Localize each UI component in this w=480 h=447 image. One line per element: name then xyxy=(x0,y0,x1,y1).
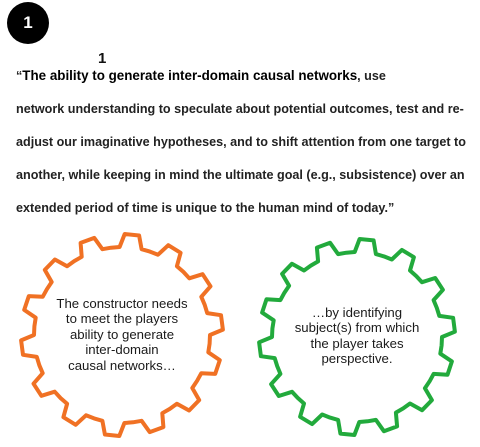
gear-left-line: ability to generate xyxy=(69,326,175,342)
gear-right-line: perspective. xyxy=(321,351,393,367)
gear-left-line: inter-domain xyxy=(85,342,159,358)
quote-line-5: extended period of time is unique to the… xyxy=(16,201,395,215)
gear-right-line: …by identifying xyxy=(311,305,403,320)
gear-left-icon xyxy=(19,232,225,438)
quote-lead: The ability to generate inter-domain cau… xyxy=(22,68,358,83)
quote-line-1: “The ability to generate inter-domain ca… xyxy=(16,66,468,99)
quote-line-3: adjust our imaginative hypotheses, and t… xyxy=(16,135,466,149)
quote-line-1-rest: , use xyxy=(357,69,386,83)
gear-left-line: The constructor needs xyxy=(56,296,188,311)
gear-left-line: to meet the players xyxy=(65,311,179,327)
quote-line-2: network understanding to speculate about… xyxy=(16,102,464,116)
gear-right-icon xyxy=(257,237,457,437)
gear-left-text: The constructor needs to meet the player… xyxy=(42,296,202,373)
quote-line-4: another, while keeping in mind the ultim… xyxy=(16,168,465,182)
gear-right-line: subject(s) from which xyxy=(294,320,420,336)
quote-block: “The ability to generate inter-domain ca… xyxy=(16,66,468,231)
gear-right-text: …by identifying subject(s) from which th… xyxy=(276,305,438,367)
step-number: 1 xyxy=(23,13,33,32)
quote-open-mark: “ xyxy=(16,69,23,83)
gear-right-line: the player takes xyxy=(310,335,404,351)
step-number-badge: 1 xyxy=(7,2,49,44)
gear-left-line: causal networks… xyxy=(68,357,176,373)
footnote-marker: 1 xyxy=(98,50,107,67)
